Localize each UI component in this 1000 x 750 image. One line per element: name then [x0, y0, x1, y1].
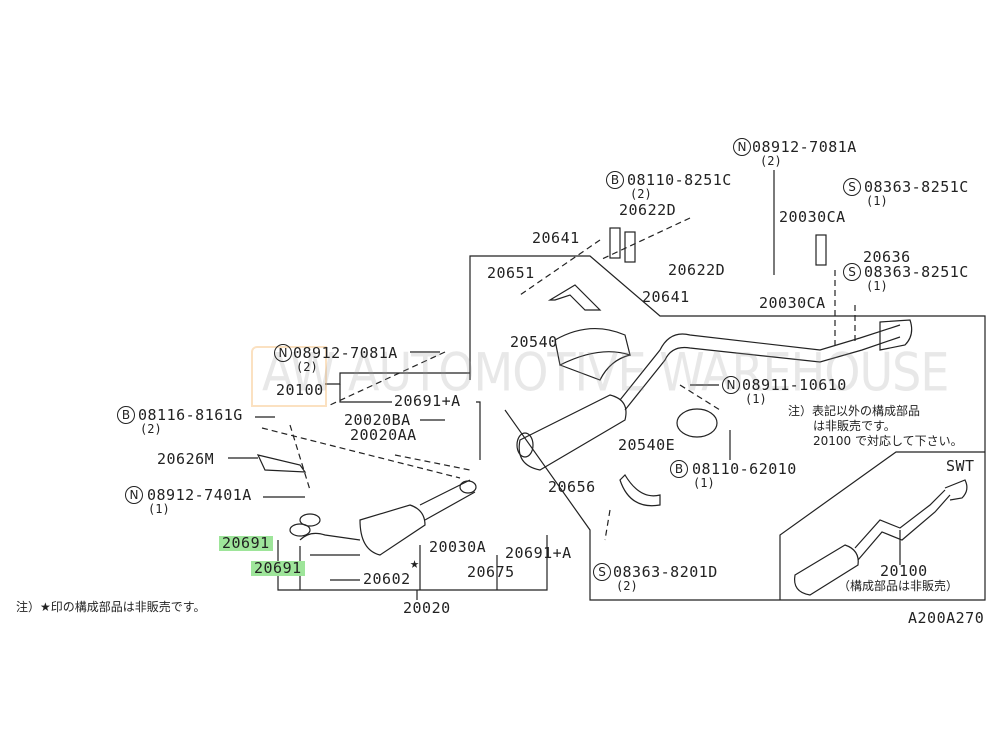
part-label[interactable]: 20622D	[619, 201, 677, 219]
part-label[interactable]: 20100	[276, 381, 324, 399]
part-label[interactable]: 20020BA	[344, 411, 411, 429]
part-label[interactable]: 08110-8251C	[627, 171, 732, 189]
part-label[interactable]: 20656	[548, 478, 596, 496]
swt-note: （構成部品は非販売）	[838, 579, 959, 593]
part-label[interactable]: 20691+A	[394, 392, 461, 410]
part-label[interactable]: 20651	[487, 264, 535, 282]
qty-label: (1)	[693, 476, 715, 490]
heat-shield	[554, 327, 631, 381]
part-label[interactable]: 20030CA	[759, 294, 826, 312]
qty-label: (2)	[296, 360, 318, 374]
main-muffler-shape	[516, 319, 913, 471]
swt-label: SWT	[946, 457, 975, 475]
qty-label: (2)	[616, 579, 638, 593]
bottom-note: 注）★印の構成部品は非販売です。	[16, 600, 206, 614]
qty-label: (1)	[745, 392, 767, 406]
part-label[interactable]: 08912-7081A	[293, 344, 398, 362]
qty-label: (1)	[866, 194, 888, 208]
part-label[interactable]: 20641	[642, 288, 690, 306]
part-label[interactable]: 20020AA	[350, 426, 417, 444]
part-label[interactable]: 20030CA	[779, 208, 846, 226]
screw-symbol: S	[843, 178, 861, 196]
bolt-symbol: B	[670, 460, 688, 478]
star-marker: ★	[410, 554, 420, 572]
qty-label: (2)	[140, 422, 162, 436]
part-label[interactable]: 08911-10610	[742, 376, 847, 394]
qty-label: (2)	[760, 154, 782, 168]
bolt-symbol: B	[606, 171, 624, 189]
part-label[interactable]: 08363-8201D	[613, 563, 718, 581]
qty-label: (2)	[630, 187, 652, 201]
diagram-code: A200A270	[908, 609, 985, 627]
part-label[interactable]: 08116-8161G	[138, 406, 243, 424]
frame-swt	[779, 451, 985, 600]
highlighted-part-label[interactable]: 20691	[219, 536, 273, 551]
part-label[interactable]: 20540	[510, 333, 558, 351]
part-label[interactable]: 20540E	[618, 436, 676, 454]
part-label[interactable]: 20030A	[429, 538, 487, 556]
nut-symbol: N	[733, 138, 751, 156]
part-label[interactable]: 20622D	[668, 261, 726, 279]
note-line: は非販売です。	[813, 419, 896, 433]
part-label[interactable]: 20636	[863, 248, 911, 266]
part-label[interactable]: 20020	[403, 599, 451, 617]
qty-label: (1)	[148, 502, 170, 516]
qty-label: (1)	[866, 279, 888, 293]
part-label[interactable]: 08912-7081A	[752, 138, 857, 156]
highlighted-part-label[interactable]: 20691	[251, 561, 305, 576]
nut-symbol: N	[722, 376, 740, 394]
screw-symbol: S	[843, 263, 861, 281]
part-label[interactable]: 20626M	[157, 450, 215, 468]
front-pipe-shape	[289, 479, 477, 556]
frame-main	[469, 255, 986, 601]
note-line: 注）表記以外の構成部品	[788, 404, 921, 418]
nut-symbol: N	[125, 486, 143, 504]
screw-symbol: S	[593, 563, 611, 581]
nut-symbol: N	[274, 344, 292, 362]
part-label[interactable]: 08363-8251C	[864, 263, 969, 281]
part-label[interactable]: 08363-8251C	[864, 178, 969, 196]
part-label[interactable]: 20691+A	[505, 544, 572, 562]
part-label[interactable]: 20641	[532, 229, 580, 247]
part-label[interactable]: 20100	[880, 562, 928, 580]
part-label[interactable]: 08912-7401A	[147, 486, 252, 504]
watermark: AW AUTOMOTIVE WAREHOUSE	[262, 340, 949, 404]
part-label[interactable]: 08110-62010	[692, 460, 797, 478]
part-label[interactable]: 20602	[363, 570, 411, 588]
bolt-symbol: B	[117, 406, 135, 424]
note-line: 20100 で対応して下さい。	[813, 434, 963, 448]
part-label[interactable]: 20675	[467, 563, 515, 581]
swt-muffler-shape	[793, 479, 968, 596]
